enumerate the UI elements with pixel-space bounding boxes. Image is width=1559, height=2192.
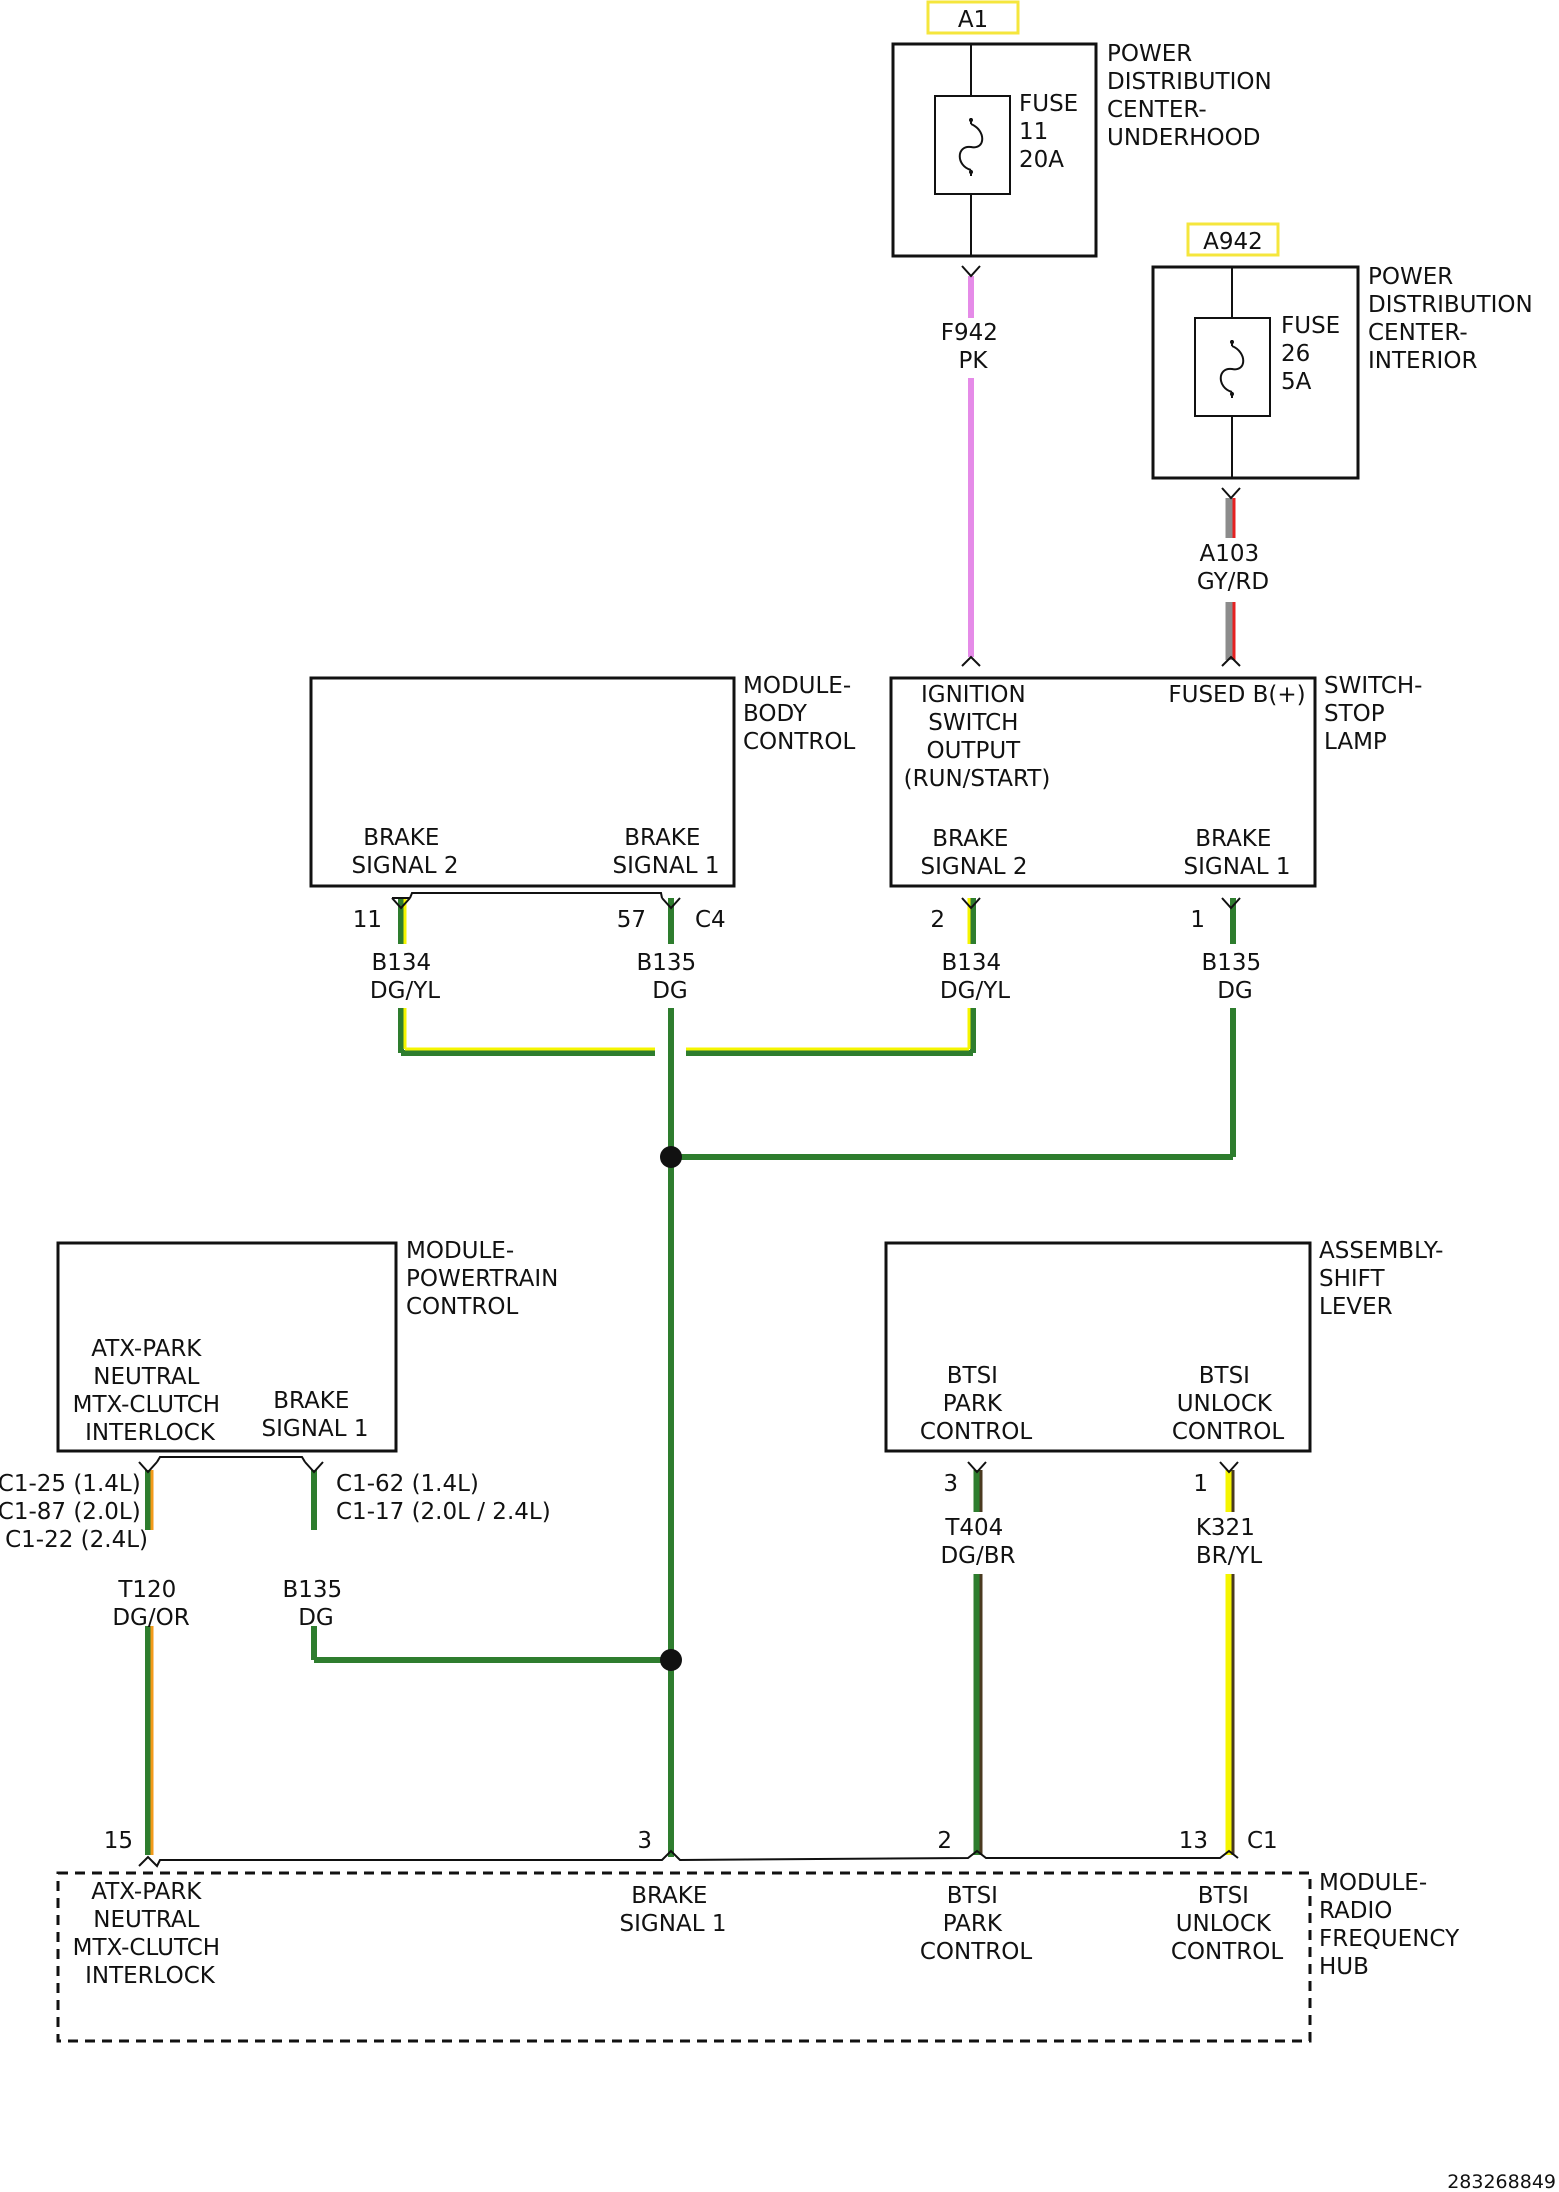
bcm-pin-57: 57 bbox=[617, 907, 646, 933]
wire-label-k321: K321 BR/YL bbox=[1196, 1515, 1263, 1569]
pcm-left-pins: C1-25 (1.4L) C1-87 (2.0L) C1-22 (2.4L) bbox=[0, 1471, 148, 1553]
rf-hub-connector-c1: C1 bbox=[1247, 1828, 1278, 1854]
radio-frequency-hub: 15 3 2 13 C1 ATX-PARK NEUTRAL MTX-CLUTCH… bbox=[56, 1828, 1466, 2043]
wire-label-b134-right: B134 DG/YL bbox=[940, 950, 1010, 1004]
wire-label-t120: T120 DG/OR bbox=[112, 1577, 189, 1631]
rf-hub-btsi-unlock: BTSI UNLOCK CONTROL bbox=[1171, 1883, 1284, 1965]
bcm-brake-signal-1: BRAKE SIGNAL 1 bbox=[613, 825, 720, 879]
bcm-connector-c4: C4 bbox=[695, 907, 726, 933]
powertrain-control-module: MODULE- POWERTRAIN CONTROL ATX-PARK NEUT… bbox=[0, 1238, 566, 1553]
body-control-box bbox=[309, 676, 736, 888]
sla-pin-1: 1 bbox=[1193, 1471, 1208, 1497]
shift-lever-box bbox=[884, 1241, 1312, 1453]
pdc-underhood-name: POWER DISTRIBUTION CENTER- UNDERHOOD bbox=[1107, 41, 1279, 151]
rf-hub-atx-label: ATX-PARK NEUTRAL MTX-CLUTCH INTERLOCK bbox=[73, 1879, 228, 1989]
rf-hub-btsi-park: BTSI PARK CONTROL bbox=[920, 1883, 1033, 1965]
wire-b135-pcm bbox=[311, 1470, 671, 1663]
pcm-brake-signal-1: BRAKE SIGNAL 1 bbox=[262, 1388, 369, 1442]
wire-label-b135-left: B135 DG bbox=[637, 950, 704, 1004]
wire-b134-left bbox=[398, 898, 973, 1056]
wire-label-f942: F942 PK bbox=[941, 320, 1005, 374]
wire-t404 bbox=[973, 1470, 983, 1855]
wire-label-t404: T404 DG/BR bbox=[940, 1515, 1015, 1569]
splice-upper bbox=[660, 1146, 682, 1168]
rf-hub-pin-2: 2 bbox=[937, 1828, 952, 1854]
wires bbox=[145, 276, 1236, 1857]
tag-a1-box bbox=[926, 0, 1020, 35]
pdc-underhood: A1 FUSE 11 20A POWER DISTRIBUTION CENTER… bbox=[891, 0, 1279, 258]
pdc-interior-name: POWER DISTRIBUTION CENTER- INTERIOR bbox=[1368, 264, 1540, 374]
body-control-module: MODULE- BODY CONTROL BRAKE SIGNAL 2 BRAK… bbox=[309, 673, 858, 933]
rf-hub-pin-3: 3 bbox=[637, 1828, 652, 1854]
tag-a942: A942 bbox=[1203, 229, 1263, 255]
splice-lower bbox=[660, 1649, 682, 1671]
pdc-underhood-box bbox=[891, 42, 1098, 258]
pdc-interior: A942 FUSE 26 5A POWER DISTRIBUTION CENTE… bbox=[1151, 222, 1540, 480]
sls-pin-1: 1 bbox=[1190, 907, 1205, 933]
tag-a942-box bbox=[1186, 222, 1280, 257]
wire-k321 bbox=[1225, 1470, 1235, 1855]
wire-label-b135-pcm: B135 DG bbox=[283, 1577, 350, 1631]
wire-a103 bbox=[1225, 498, 1236, 660]
rf-hub-box bbox=[56, 1871, 1312, 2043]
fused-b-plus: FUSED B(+) bbox=[1168, 682, 1305, 708]
sla-pin-3: 3 bbox=[943, 1471, 958, 1497]
bcm-pin-11: 11 bbox=[353, 907, 382, 933]
stop-lamp-box bbox=[889, 676, 1317, 888]
sls-brake-signal-2: BRAKE SIGNAL 2 bbox=[921, 826, 1028, 880]
rf-hub-brake-signal-1: BRAKE SIGNAL 1 bbox=[620, 1883, 727, 1937]
shift-lever-assembly: ASSEMBLY- SHIFT LEVER BTSI PARK CONTROL … bbox=[884, 1238, 1451, 1497]
btsi-park-control: BTSI PARK CONTROL bbox=[920, 1363, 1033, 1445]
bcm-brake-signal-2: BRAKE SIGNAL 2 bbox=[352, 825, 459, 879]
pdc-interior-box bbox=[1151, 265, 1360, 480]
pcm-right-pins: C1-62 (1.4L) C1-17 (2.0L / 2.4L) bbox=[336, 1471, 551, 1525]
powertrain-box bbox=[56, 1241, 398, 1453]
rf-hub-pin-13: 13 bbox=[1179, 1828, 1208, 1854]
tag-a1: A1 bbox=[958, 7, 988, 33]
stop-lamp-switch: SWITCH- STOP LAMP IGNITION SWITCH OUTPUT… bbox=[889, 655, 1430, 933]
wire-label-b134-left: B134 DG/YL bbox=[370, 950, 440, 1004]
wire-t120 bbox=[145, 1470, 154, 1855]
body-control-name: MODULE- BODY CONTROL bbox=[743, 673, 858, 755]
rf-hub-pin-15: 15 bbox=[104, 1828, 133, 1854]
wire-label-a103: A103 GY/RD bbox=[1197, 541, 1269, 595]
pcm-atx-label: ATX-PARK NEUTRAL MTX-CLUTCH INTERLOCK bbox=[73, 1336, 228, 1446]
stop-lamp-name: SWITCH- STOP LAMP bbox=[1324, 673, 1430, 755]
wire-labels: F942 PK A103 GY/RD B134 DG/YL B135 DG B1… bbox=[112, 320, 1269, 1631]
sls-brake-signal-1: BRAKE SIGNAL 1 bbox=[1184, 826, 1291, 880]
fuse-26-label: FUSE 26 5A bbox=[1281, 313, 1348, 395]
shift-lever-name: ASSEMBLY- SHIFT LEVER bbox=[1319, 1238, 1451, 1320]
wire-b135-right bbox=[671, 898, 1236, 1160]
fuse-11-label: FUSE 11 20A bbox=[1019, 91, 1086, 173]
rf-hub-name: MODULE- RADIO FREQUENCY HUB bbox=[1319, 1870, 1466, 1980]
wire-label-b135-right: B135 DG bbox=[1202, 950, 1269, 1004]
powertrain-name: MODULE- POWERTRAIN CONTROL bbox=[406, 1238, 566, 1320]
figure-id: 283268849 bbox=[1447, 2171, 1556, 2192]
btsi-unlock-control: BTSI UNLOCK CONTROL bbox=[1172, 1363, 1285, 1445]
ignition-switch-output: IGNITION SWITCH OUTPUT (RUN/START) bbox=[904, 682, 1051, 792]
sls-pin-2: 2 bbox=[930, 907, 945, 933]
